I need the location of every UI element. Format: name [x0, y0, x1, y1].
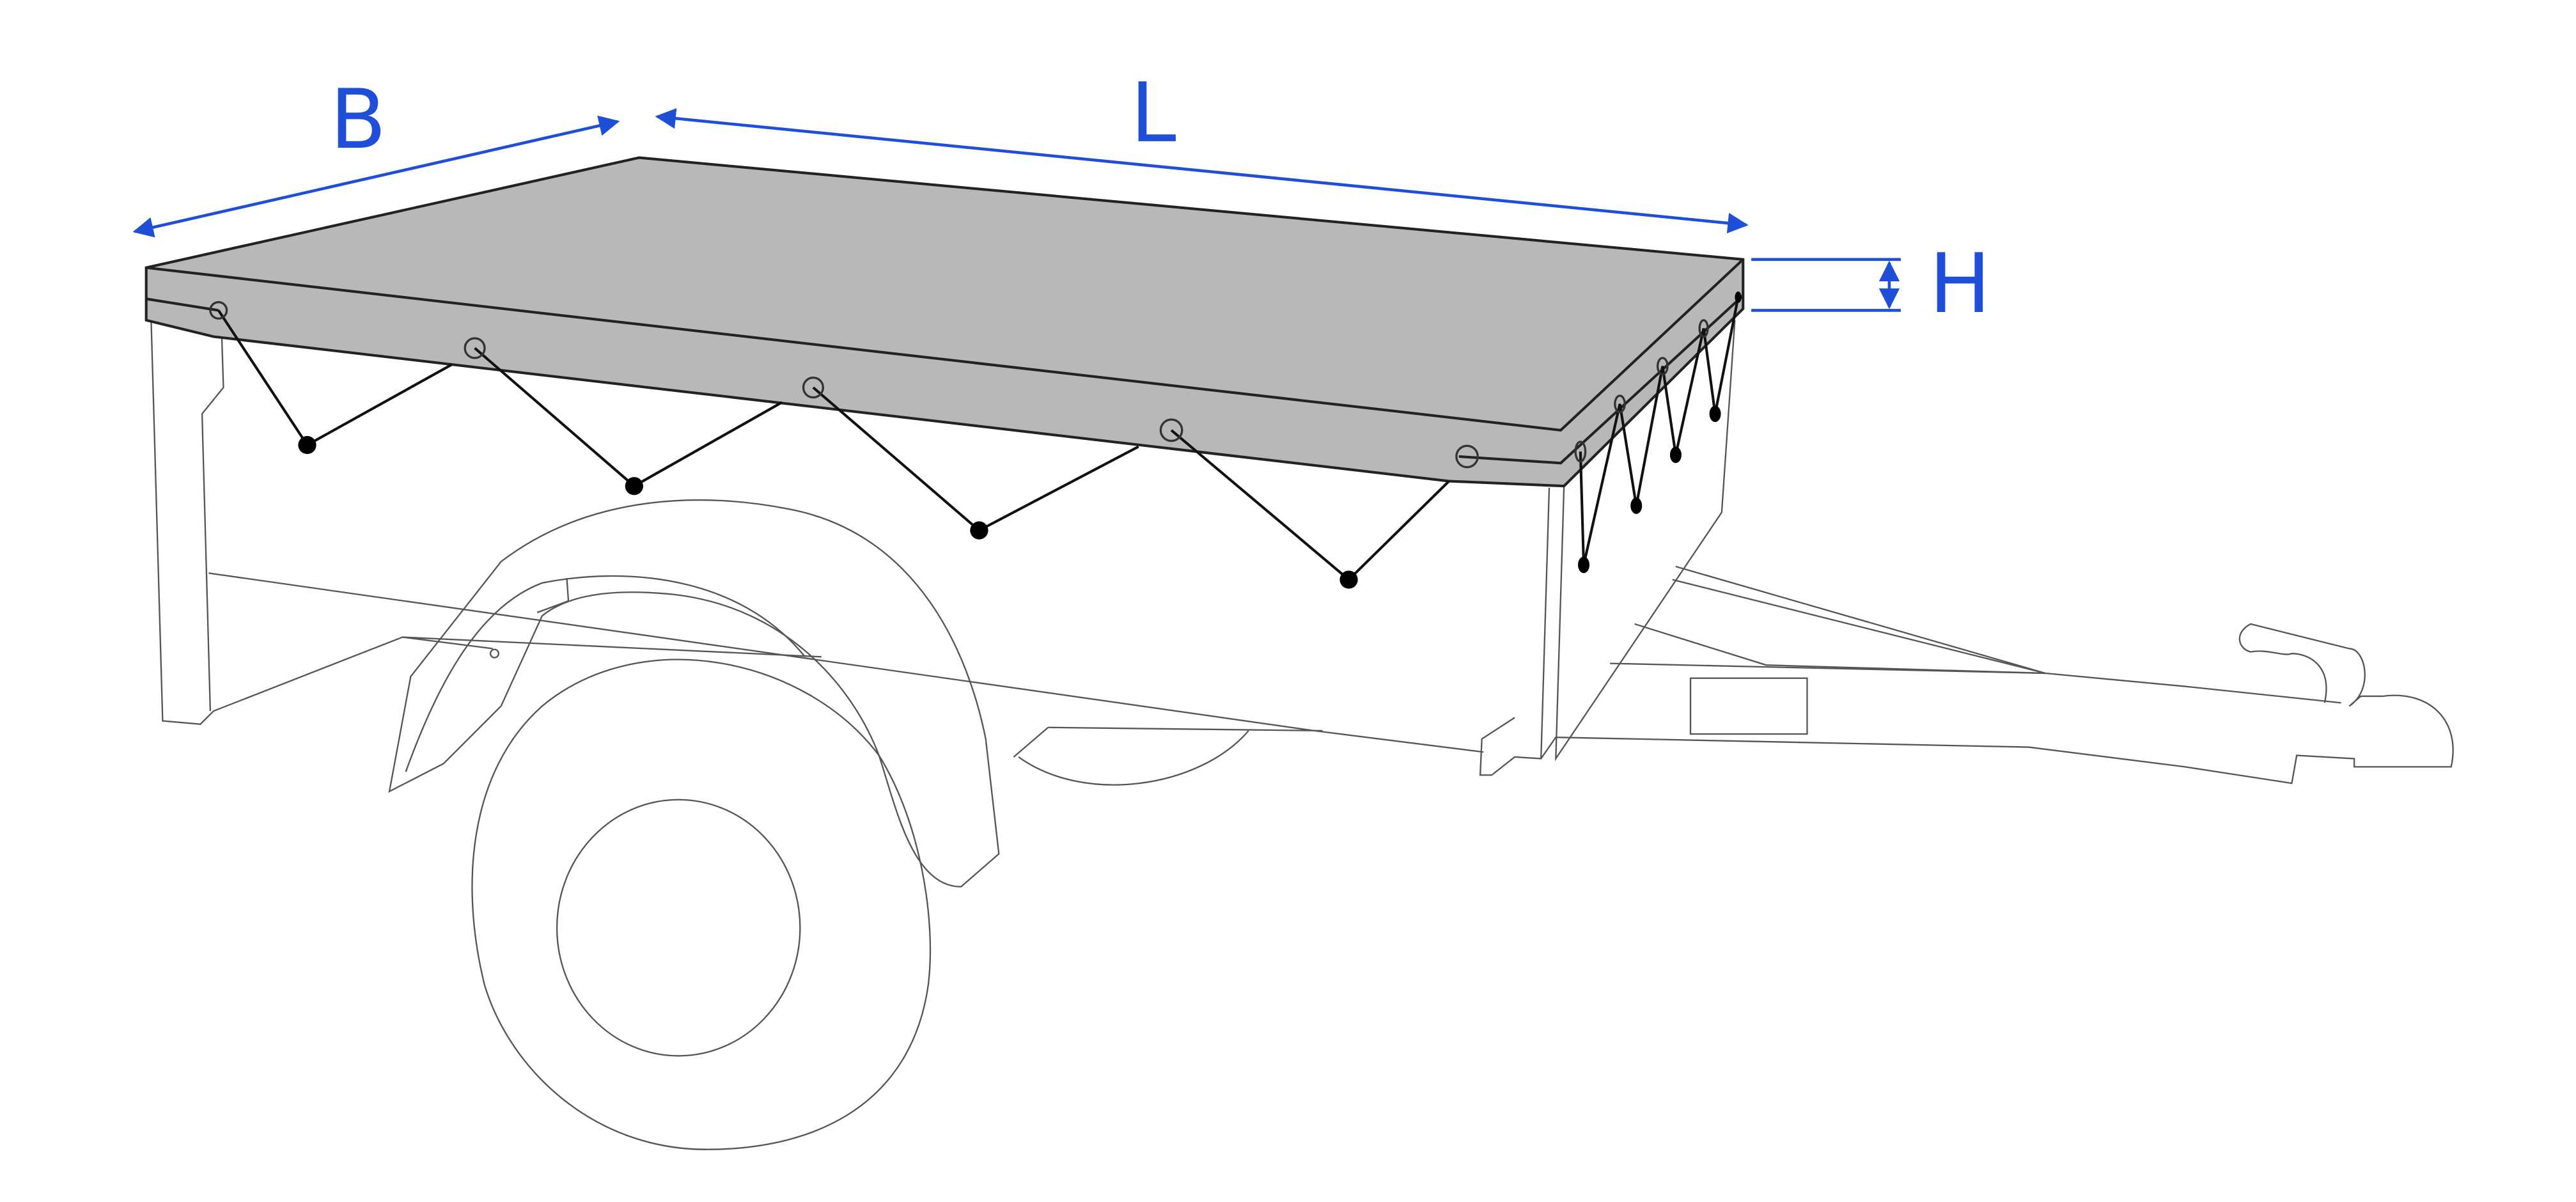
bungee-ropes — [209, 291, 1742, 589]
width-label: B — [330, 72, 386, 168]
length-label: L — [1130, 66, 1176, 161]
dimension-length: L — [655, 66, 1749, 234]
trailer-body — [150, 320, 2454, 786]
wheel-hub — [556, 799, 801, 1057]
length-arrow — [655, 108, 1749, 234]
dimension-height: H — [1751, 237, 1991, 332]
wheel — [471, 659, 932, 1150]
height-label: H — [1929, 237, 1991, 332]
trailer-cover — [144, 156, 1745, 488]
dimension-width: B — [132, 72, 620, 238]
width-arrow — [132, 115, 620, 238]
wheel-fender — [388, 499, 1000, 888]
